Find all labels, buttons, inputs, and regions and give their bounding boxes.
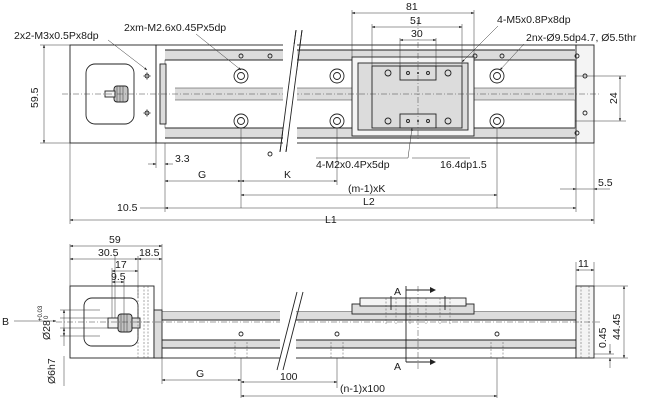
counterbore-holes [233,68,505,129]
dim-30-5: 30.5 [98,247,119,259]
dim-11: 11 [578,258,589,270]
callout-counterbore: 2nx-Ø9.5dp4.7, Ø5.5thr [526,32,637,44]
dim-18-5: 18.5 [139,247,160,259]
carriage [351,56,475,137]
dim-44-45: 44.45 [611,314,623,340]
section-label-a-bottom: A [394,361,401,373]
dim-59-5: 59.5 [29,87,41,108]
section-label-a-top: A [394,286,401,298]
callout-end-holes: 2x2-M3x0.5Px8dp [14,30,99,42]
callout-depth: 16.4dp1.5 [440,159,487,171]
dim-side-G: G [196,368,204,380]
dim-tol-upper: +0.03 [38,305,44,321]
dim-5-5: 5.5 [598,177,613,189]
dim-81: 81 [406,1,418,13]
dim-51: 51 [410,15,422,27]
dim-L2: L2 [363,196,375,208]
side-knob [117,313,133,333]
dim-24: 24 [608,92,620,104]
side-view: 59 30.5 18.5 17 9.5 Ø28 +0.03 0 Ø6h7 G 1… [2,234,628,398]
dim-100: 100 [280,371,298,383]
dim-6h7: Ø6h7 [46,358,58,384]
dim-L1: L1 [325,214,337,226]
dim-10-5: 10.5 [117,202,138,214]
dim-n1x100: (n-1)x100 [340,383,385,395]
side-hidden-bores [234,331,504,358]
dim-17: 17 [115,259,127,271]
callout-xm-holes: 2xm-M2.6x0.45Px5dp [124,22,226,34]
dim-3-3: 3.3 [175,153,190,165]
dim-G: G [198,169,206,181]
dim-tol-lower: 0 [44,315,50,319]
stage-rail-top [165,50,575,60]
dim-9-5: 9.5 [111,271,126,283]
dim-59: 59 [109,234,121,246]
dim-K: K [284,169,291,181]
callout-rail-holes: 4-M2x0.4Px5dp [316,159,390,171]
dim-0-45: 0.45 [597,327,609,348]
dim-m1K: (m-1)xK [348,183,385,195]
top-view: 2x2-M3x0.5Px8dp 2xm-M2.6x0.45Px5dp 4-M5x… [14,1,637,226]
view-label-b: B [2,316,9,328]
dim-shaft-dia: Ø28 [41,320,53,340]
callout-carriage-holes: 4-M5x0.8Px8dp [497,14,571,26]
rail-small-holes [238,53,580,157]
dim-30: 30 [411,28,423,40]
